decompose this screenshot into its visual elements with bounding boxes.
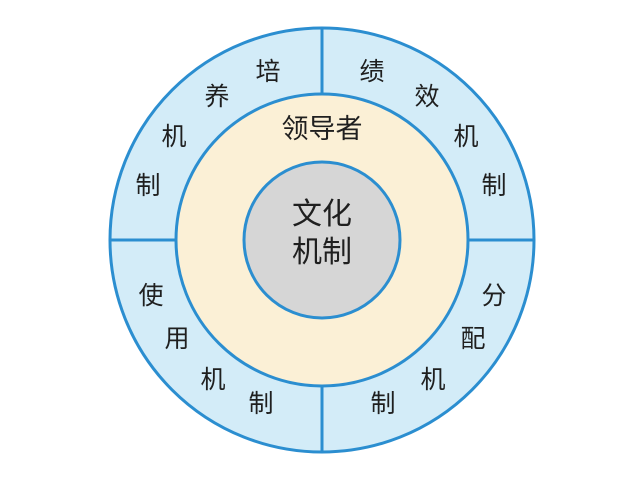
quadrant-bottom-left-char: 制 — [248, 389, 273, 418]
quadrant-bottom-right-char: 制 — [370, 389, 395, 418]
quadrant-bottom-right-char: 机 — [420, 365, 445, 394]
quadrant-top-left-char: 培 — [255, 57, 280, 86]
quadrant-top-left-char: 机 — [161, 122, 186, 151]
core-circle — [242, 160, 402, 320]
quadrant-bottom-right-char: 配 — [460, 324, 485, 353]
quadrant-top-right-char: 机 — [453, 122, 478, 151]
quadrant-bottom-right-char: 分 — [481, 281, 506, 310]
quadrant-bottom-left-char: 使 — [138, 281, 163, 310]
core-label-line2: 机制 — [292, 235, 352, 270]
core-label-line1: 文化 — [292, 197, 352, 232]
quadrant-top-right-char: 绩 — [359, 57, 384, 86]
quadrant-bottom-left-char: 机 — [200, 365, 225, 394]
quadrant-top-left-char: 制 — [135, 171, 160, 200]
quadrant-bottom-left-char: 用 — [164, 324, 189, 353]
middle-ring-label: 领导者 — [282, 114, 363, 145]
quadrant-top-right-char: 制 — [481, 171, 506, 200]
quadrant-top-left-char: 养 — [204, 82, 229, 111]
quadrant-top-right-char: 效 — [414, 82, 439, 111]
